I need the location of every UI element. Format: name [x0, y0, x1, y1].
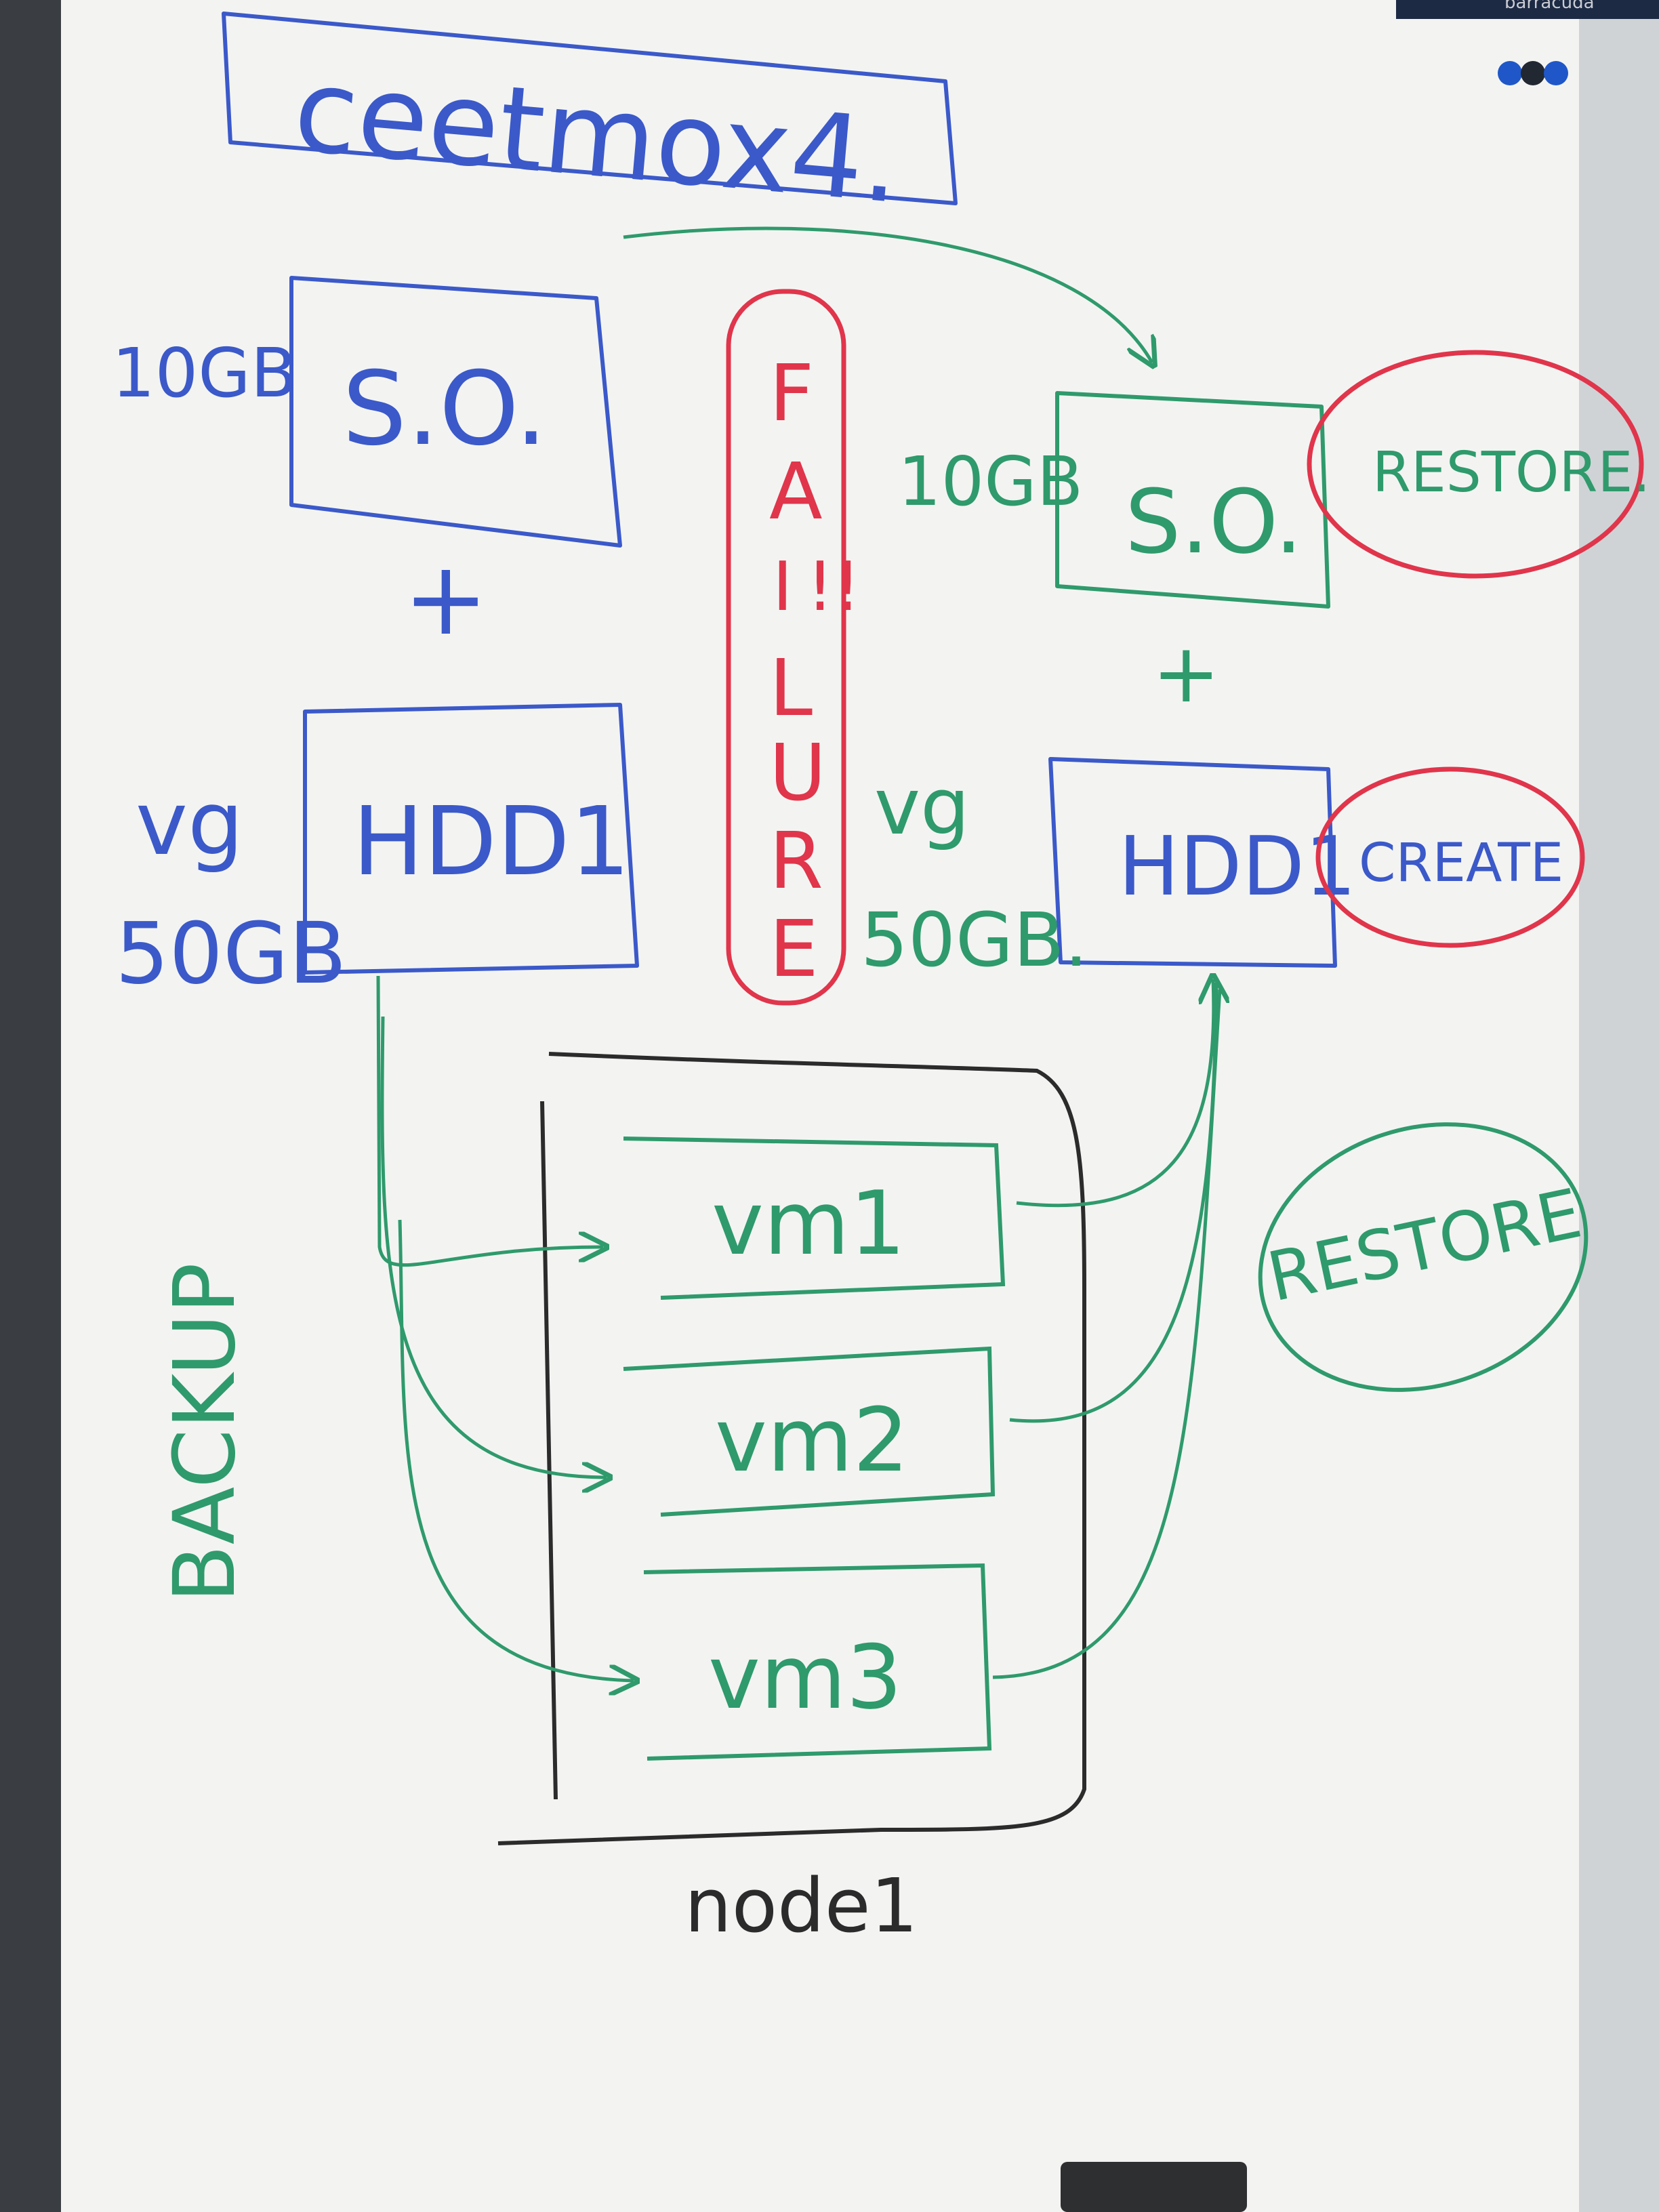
left-plus: +	[403, 540, 489, 658]
create-disk-label: CREATE	[1359, 833, 1563, 894]
restore-arrow-os	[623, 226, 1152, 363]
title-box	[222, 12, 958, 205]
vm1-label: vm1	[712, 1172, 905, 1275]
failure-letter: F	[769, 348, 814, 439]
failure-letter: L	[769, 643, 813, 734]
left-os-box	[289, 276, 622, 548]
right-os-box	[1055, 391, 1330, 609]
left-vg-size: 50GB	[115, 905, 347, 1003]
restore-os-label: RESTORE.	[1372, 441, 1650, 505]
failure-letter: A	[769, 447, 823, 537]
node-bracket-left	[540, 1101, 558, 1800]
backup-label: BACKUP	[156, 1263, 254, 1603]
failure-letter: I	[773, 547, 793, 626]
right-vg-size: 50GB.	[861, 897, 1088, 983]
eraser	[1061, 2162, 1247, 2212]
right-os-label: S.O.	[1125, 470, 1303, 573]
restore-os-ellipse	[1307, 350, 1644, 579]
left-os-label: S.O.	[342, 350, 548, 468]
backup-arrow-vm2	[380, 1016, 607, 1477]
left-disk-box	[303, 703, 639, 975]
magnet-icon	[1521, 61, 1545, 85]
backup-arrows: BACKUP	[156, 975, 634, 1681]
vm3-label: vm3	[708, 1626, 902, 1729]
board-right-rail	[1579, 0, 1659, 2212]
right-stack: 10GB S.O. + vg 50GB. HDD1 RESTORE. CREAT…	[623, 226, 1650, 983]
right-vg-label: vg	[874, 762, 970, 853]
node-label: node1	[684, 1862, 918, 1949]
node1-block: node1 vm1 vm2 vm3	[497, 1052, 1086, 1949]
left-os-size: 10GB	[112, 333, 297, 413]
corner-label: barracuda	[1504, 0, 1595, 13]
magnet-icon	[1544, 61, 1568, 85]
failure-letter: E	[769, 904, 819, 995]
restore-ellipse	[1258, 1122, 1589, 1392]
left-disk-label: HDD1	[352, 787, 630, 897]
left-stack: 10GB S.O. + vg 50GB HDD1	[112, 276, 639, 1003]
left-vg-label: vg	[136, 772, 243, 875]
backup-arrow-vm1	[376, 975, 603, 1267]
failure-marks: !!	[806, 547, 861, 626]
failure-letter: U	[769, 728, 826, 819]
vm1-box	[623, 1136, 1006, 1300]
backup-arrow-vm3	[398, 1219, 634, 1681]
right-plus: +	[1152, 627, 1221, 721]
failure-letter: R	[769, 816, 823, 907]
vm2-label: vm2	[715, 1389, 909, 1492]
restore-arrow-vm3	[992, 989, 1222, 1679]
vm2-box	[623, 1346, 996, 1517]
magnet-icon	[1498, 61, 1522, 85]
node-bracket-right	[497, 1052, 1086, 1845]
create-disk-ellipse	[1315, 766, 1585, 948]
vm3-box	[643, 1563, 992, 1761]
whiteboard-surface	[61, 0, 1620, 2212]
monitor-edge	[1396, 0, 1659, 19]
failure-block: F A I !! L U R E	[726, 289, 861, 1006]
right-disk-box	[1048, 757, 1337, 968]
failure-capsule	[726, 289, 846, 1006]
right-os-size: 10GB	[898, 442, 1083, 521]
restore-arrow-vm1	[1016, 979, 1214, 1208]
